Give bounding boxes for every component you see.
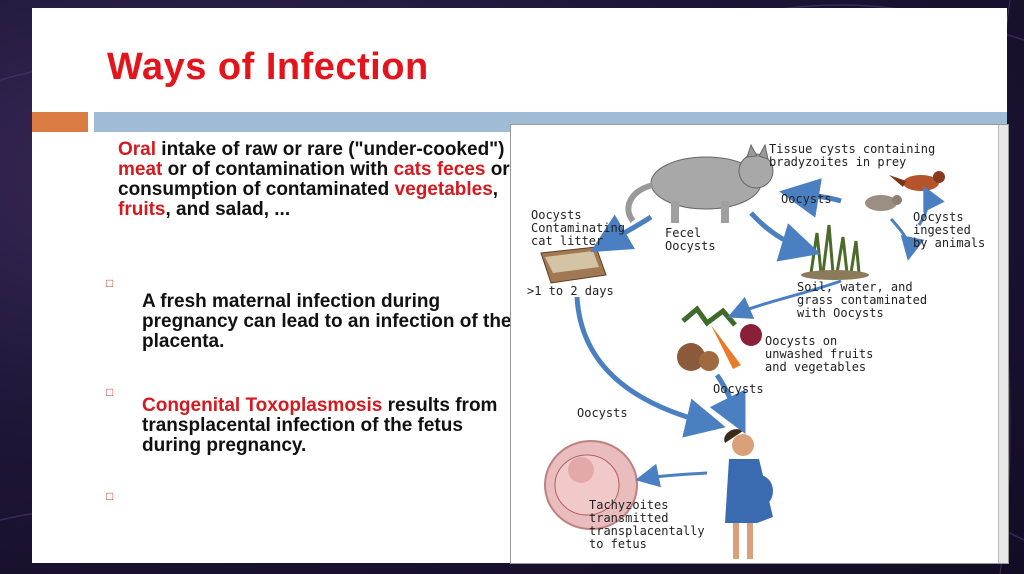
- label-tachyzoites: Tachyzoites transmitted transplacentally…: [589, 499, 705, 551]
- bullet-icon: □: [106, 486, 113, 506]
- bird-illustration: [889, 171, 945, 191]
- diagram-artwork: [511, 125, 999, 563]
- label-unwashed: Oocysts on unwashed fruits and vegetable…: [765, 335, 873, 374]
- highlighted-text: vegetables: [395, 179, 493, 200]
- highlighted-text: cats feces: [394, 159, 486, 180]
- label-days: >1 to 2 days: [527, 285, 614, 298]
- highlighted-text: Congenital Toxoplasmosis: [142, 395, 382, 416]
- pregnant-woman-illustration: [724, 429, 773, 559]
- label-oocysts-top: Oocysts: [781, 193, 832, 206]
- bullet-icon: □: [106, 273, 113, 293]
- paragraph-text: A fresh maternal infection during pregna…: [142, 291, 512, 352]
- litter-box-illustration: [541, 247, 606, 283]
- label-oocysts-litter: Oocysts Contaminating cat litter: [531, 209, 625, 248]
- grass-plants-illustration: [801, 225, 869, 280]
- label-oocysts-ingested: Oocysts ingested by animals: [913, 211, 985, 250]
- paragraph-text: intake of raw or rare ("under-cooked"): [156, 139, 504, 160]
- paragraph-text: or of contamination with: [162, 159, 393, 180]
- paragraph-maternal-infection: A fresh maternal infection during pregna…: [142, 292, 512, 352]
- slide-title: Ways of Infection: [107, 46, 429, 89]
- mouse-illustration: [865, 195, 902, 211]
- label-fecel-oocysts: Fecel Oocysts: [665, 227, 716, 253]
- vegetables-illustration: [677, 309, 762, 371]
- label-oocysts-mid: Oocysts: [713, 383, 764, 396]
- bullet-icon: □: [106, 382, 113, 402]
- label-tissue-cysts: Tissue cysts containing bradyzoites in p…: [769, 143, 935, 169]
- highlighted-text: meat: [118, 159, 162, 180]
- diagram-scrollbar[interactable]: [998, 125, 1008, 563]
- cat-illustration: [628, 145, 773, 223]
- highlighted-text: Oral: [118, 139, 156, 160]
- infection-cycle-diagram: Tissue cysts containing bradyzoites in p…: [510, 124, 1009, 564]
- accent-bar-orange: [32, 112, 88, 132]
- label-oocysts-left: Oocysts: [577, 407, 628, 420]
- highlighted-text: fruits: [118, 199, 166, 220]
- paragraph-text: , and salad, ...: [166, 199, 291, 220]
- label-soil-water: Soil, water, and grass contaminated with…: [797, 281, 927, 320]
- paragraph-oral-intake: Oral intake of raw or rare ("under-cooke…: [118, 140, 518, 220]
- slide: Ways of Infection Oral intake of raw or …: [32, 8, 1007, 563]
- paragraph-text: ,: [493, 179, 498, 200]
- paragraph-congenital: Congenital Toxoplasmosis results from tr…: [142, 396, 518, 456]
